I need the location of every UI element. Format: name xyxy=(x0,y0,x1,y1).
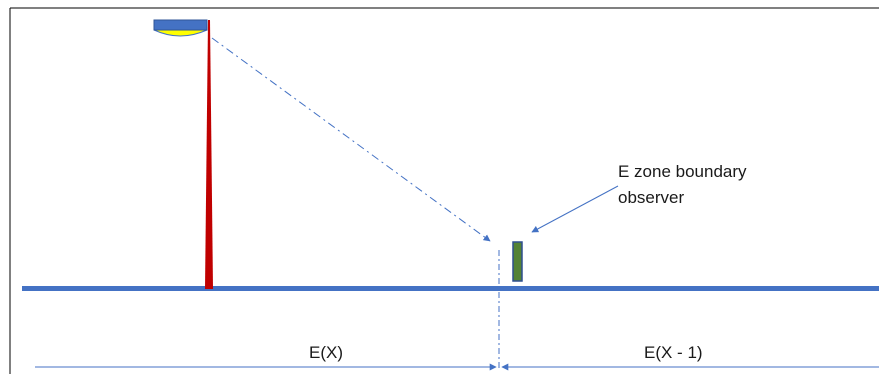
luminaire xyxy=(153,19,208,37)
annotation-label: E zone boundary observer xyxy=(618,162,751,207)
light-pole xyxy=(205,20,213,289)
observer xyxy=(512,241,523,282)
annotation-line-2: observer xyxy=(618,188,684,207)
luminaire-housing xyxy=(153,19,208,31)
ground-line xyxy=(22,286,879,291)
sight-line xyxy=(211,37,491,242)
annotation-line-1: E zone boundary xyxy=(618,162,747,181)
annotation-arrow xyxy=(531,185,619,233)
left-zone-label: E(X) xyxy=(309,343,343,362)
right-zone-label: E(X - 1) xyxy=(644,343,703,362)
luminaire-lens xyxy=(153,29,208,37)
